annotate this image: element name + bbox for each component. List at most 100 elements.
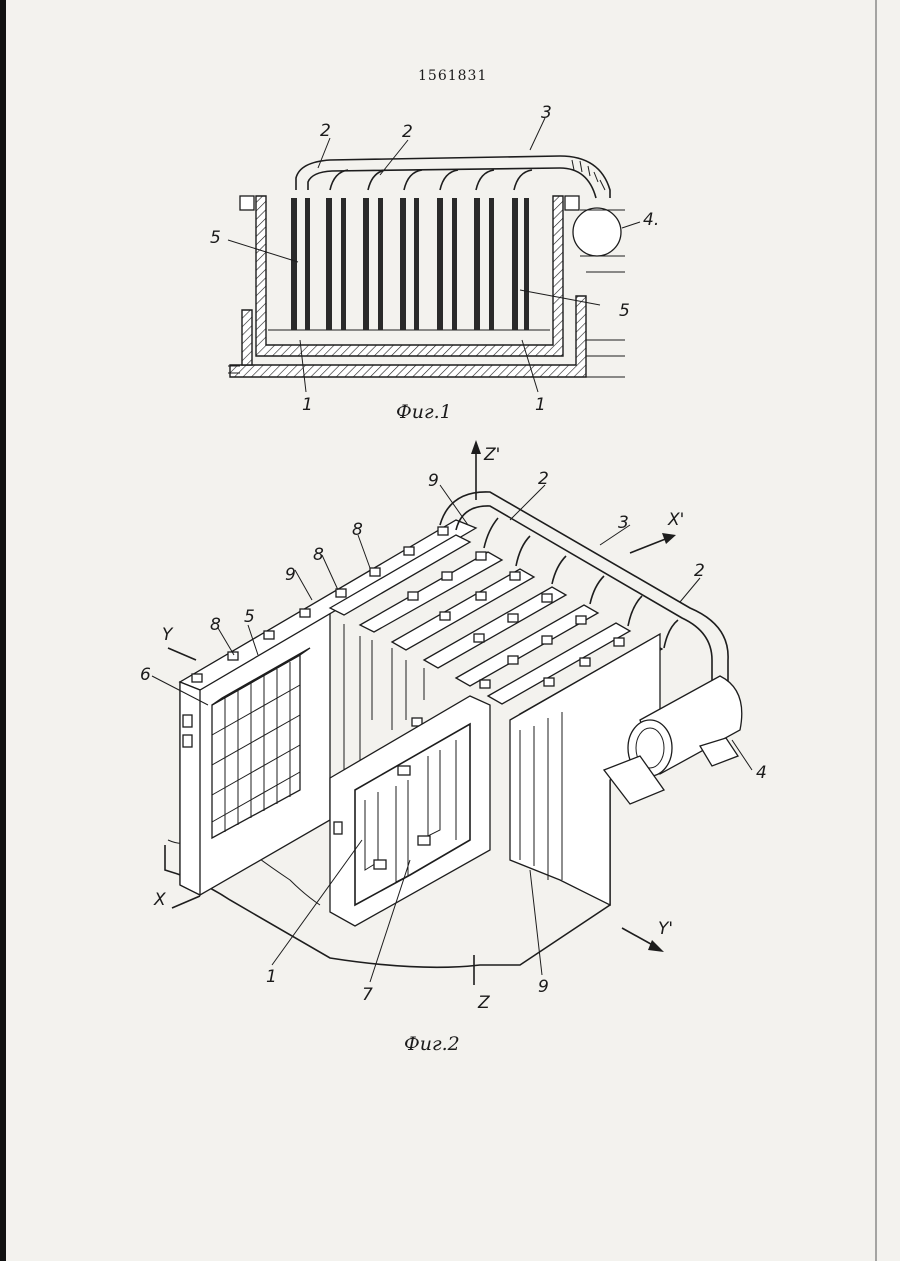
- riser-tube: [628, 596, 642, 626]
- bath-outer-wall: [230, 296, 586, 377]
- bolt: [580, 658, 590, 666]
- bolt: [404, 547, 414, 555]
- bolt: [576, 616, 586, 624]
- bolt: [508, 614, 518, 622]
- axis-y: [168, 648, 196, 660]
- figure-2-caption: Фиг.2: [404, 1033, 460, 1055]
- cutaway-cell-front: [330, 696, 490, 926]
- riser-tube: [484, 518, 498, 548]
- axis-x-prime-head: [662, 533, 676, 544]
- axis-z-prime-head: [471, 440, 481, 454]
- label-8-left: 8: [210, 615, 221, 635]
- electrode: [524, 198, 529, 330]
- label-x-prime: X': [667, 510, 684, 530]
- electrode: [512, 198, 518, 330]
- electrode-stack: [291, 198, 529, 330]
- figure-1: 2 2 3 4. 5 5 1 1 Фиг.1: [210, 103, 659, 423]
- bolt: [300, 609, 310, 617]
- label-x: X: [153, 890, 166, 910]
- bolt: [542, 636, 552, 644]
- label-y-prime: Y': [658, 919, 673, 939]
- label-8-right: 8: [352, 520, 363, 540]
- riser-tubes: [330, 170, 532, 190]
- bolt: [438, 527, 448, 535]
- bolt: [192, 674, 202, 682]
- bolt: [440, 612, 450, 620]
- label-2-left: 2: [320, 121, 331, 141]
- label-5-right: 5: [619, 301, 630, 321]
- label-2-right: 2: [694, 561, 705, 581]
- riser-tube: [476, 170, 494, 190]
- bolt: [614, 638, 624, 646]
- patent-number: 1561831: [418, 68, 487, 84]
- label-z: Z: [477, 993, 490, 1013]
- label-8-middle: 8: [313, 545, 324, 565]
- manifold-4: [573, 208, 621, 256]
- label-z-prime: Z': [483, 445, 500, 465]
- riser-tube: [404, 170, 422, 190]
- bolt: [544, 678, 554, 686]
- bolt: [370, 568, 380, 576]
- electrode: [437, 198, 443, 330]
- electrode: [326, 198, 332, 330]
- bath-left-wall: [242, 310, 252, 365]
- electrode: [363, 198, 369, 330]
- bolt: [474, 634, 484, 642]
- bolt: [542, 594, 552, 602]
- riser-tube: [440, 170, 458, 190]
- label-9-top: 9: [428, 471, 439, 491]
- electrode: [452, 198, 457, 330]
- bolt: [336, 589, 346, 597]
- riser-tube: [330, 170, 348, 190]
- figure-2: Z' 9 2 X' 3 8 8 9 2 Y 8 5 6 4 X Y' 1 7 9…: [140, 440, 767, 1055]
- bolt: [510, 572, 520, 580]
- cutaway-block: [398, 766, 410, 775]
- bolt: [408, 592, 418, 600]
- label-1: 1: [266, 967, 277, 987]
- riser-tube: [514, 170, 532, 190]
- vessel-top-left-cap: [240, 196, 254, 210]
- electrode: [400, 198, 406, 330]
- electrode: [489, 198, 494, 330]
- label-4: 4: [756, 763, 767, 783]
- label-9-bottom: 9: [538, 977, 549, 997]
- axis-y-prime-head: [648, 940, 664, 952]
- label-2-top: 2: [538, 469, 549, 489]
- label-1-right: 1: [535, 395, 546, 415]
- label-1-left: 1: [302, 395, 313, 415]
- bolt: [264, 631, 274, 639]
- bolt: [476, 592, 486, 600]
- label-2-center: 2: [402, 122, 413, 142]
- vessel-top-right-cap: [565, 196, 579, 210]
- figure-1-caption: Фиг.1: [396, 401, 452, 423]
- riser-tube: [516, 536, 530, 566]
- bolt: [442, 572, 452, 580]
- label-3: 3: [541, 103, 552, 123]
- label-6: 6: [140, 665, 151, 685]
- label-4: 4.: [643, 210, 659, 230]
- riser-tube: [552, 556, 566, 584]
- electrode: [291, 198, 297, 330]
- axis-x: [172, 896, 200, 908]
- left-scan-border: [0, 0, 6, 1261]
- label-3: 3: [618, 513, 629, 533]
- electrode: [305, 198, 310, 330]
- cutaway-block: [374, 860, 386, 869]
- electrode: [341, 198, 346, 330]
- bolt: [476, 552, 486, 560]
- riser-tube: [590, 576, 604, 604]
- label-y: Y: [162, 625, 174, 645]
- electrode: [474, 198, 480, 330]
- electrode: [414, 198, 419, 330]
- axis-x-prime: [630, 538, 668, 553]
- label-7: 7: [362, 985, 373, 1005]
- elbow-ribs: [572, 160, 605, 190]
- label-5: 5: [244, 607, 255, 627]
- bolt: [480, 680, 490, 688]
- electrode: [378, 198, 383, 330]
- cell-block-5-side: [180, 682, 200, 895]
- riser-tube: [368, 170, 386, 190]
- cutaway-block: [418, 836, 430, 845]
- collector-pipe: [296, 156, 610, 198]
